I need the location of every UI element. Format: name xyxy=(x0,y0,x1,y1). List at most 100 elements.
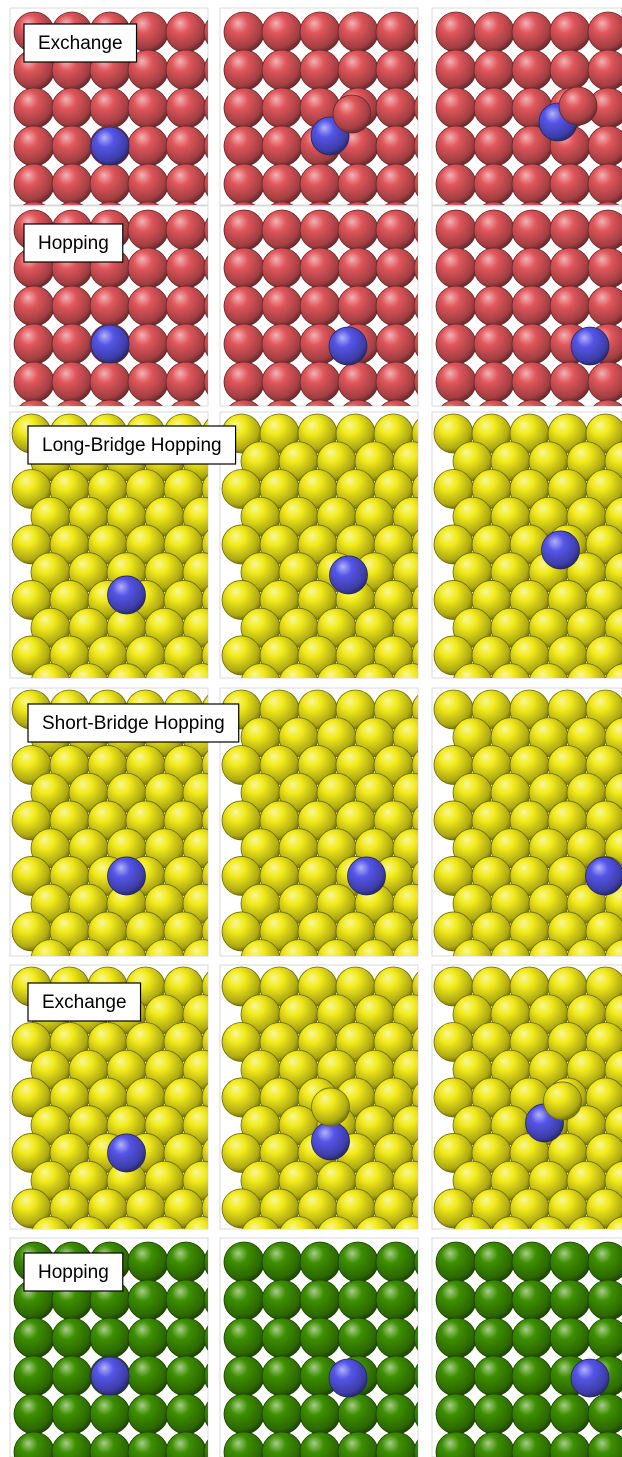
surface-atom xyxy=(436,12,476,52)
surface-atom xyxy=(512,1242,552,1282)
surface-atom xyxy=(262,88,302,128)
row-label-text: Exchange xyxy=(38,33,123,54)
surface-atom xyxy=(300,12,340,52)
panel-r6-c2 xyxy=(220,1238,454,1457)
surface-atom xyxy=(262,210,302,250)
surface-atom xyxy=(550,12,590,52)
surface-atom xyxy=(224,88,264,128)
surface-atom xyxy=(338,12,378,52)
surface-atom xyxy=(128,362,168,402)
surface-atom xyxy=(436,126,476,166)
surface-atom xyxy=(376,286,416,326)
surface-atom xyxy=(300,1318,340,1358)
surface-atom xyxy=(300,286,340,326)
surface-atom xyxy=(436,286,476,326)
surface-atom xyxy=(224,1242,264,1282)
surface-atom xyxy=(300,1242,340,1282)
surface-atom xyxy=(262,1394,302,1434)
surface-atom xyxy=(376,1394,416,1434)
surface-atom xyxy=(90,1318,130,1358)
adatom xyxy=(91,1357,129,1395)
surface-atom xyxy=(300,1280,340,1320)
surface-atom xyxy=(512,50,552,90)
surface-atom xyxy=(128,1280,168,1320)
surface-atom xyxy=(224,324,264,364)
surface-atom xyxy=(262,1318,302,1358)
adatom xyxy=(329,327,367,365)
surface-atom xyxy=(436,1242,476,1282)
surface-atom xyxy=(436,164,476,204)
surface-atom xyxy=(474,210,514,250)
surface-atom xyxy=(128,1356,168,1396)
surface-atom xyxy=(512,1280,552,1320)
surface-atom xyxy=(262,324,302,364)
surface-atom xyxy=(300,50,340,90)
surface-atom xyxy=(166,126,206,166)
surface-atom xyxy=(474,126,514,166)
surface-atom xyxy=(14,324,54,364)
surface-atom xyxy=(474,1356,514,1396)
panel-r5-c3 xyxy=(432,965,622,1283)
exchanged-surface-atom xyxy=(333,95,371,133)
surface-atom xyxy=(166,1394,206,1434)
row-label-1: Exchange xyxy=(24,24,137,62)
surface-atom xyxy=(474,50,514,90)
surface-atom xyxy=(474,362,514,402)
surface-atom xyxy=(166,210,206,250)
surface-atom xyxy=(376,1318,416,1358)
surface-atom xyxy=(436,1318,476,1358)
surface-atom xyxy=(166,88,206,128)
surface-atom xyxy=(376,1280,416,1320)
surface-atom xyxy=(52,1318,92,1358)
surface-atom xyxy=(224,248,264,288)
surface-atom xyxy=(262,12,302,52)
adatom xyxy=(329,1359,367,1397)
surface-atom xyxy=(14,164,54,204)
surface-atom xyxy=(436,1356,476,1396)
surface-atom xyxy=(52,126,92,166)
surface-atom xyxy=(474,1394,514,1434)
surface-atom xyxy=(224,362,264,402)
surface-atom xyxy=(512,286,552,326)
surface-atom xyxy=(224,12,264,52)
surface-atom xyxy=(52,1394,92,1434)
surface-atom xyxy=(166,286,206,326)
surface-atom xyxy=(338,1394,378,1434)
surface-atom xyxy=(474,1242,514,1282)
surface-atom xyxy=(128,1318,168,1358)
surface-atom xyxy=(14,362,54,402)
surface-atom xyxy=(550,286,590,326)
surface-atom xyxy=(166,324,206,364)
surface-atom xyxy=(338,164,378,204)
surface-atom xyxy=(128,88,168,128)
surface-atom xyxy=(128,210,168,250)
adatom xyxy=(330,556,368,594)
surface-atom xyxy=(52,164,92,204)
surface-atom xyxy=(474,164,514,204)
adatom xyxy=(108,1134,146,1172)
row-label-text: Long-Bridge Hopping xyxy=(42,435,222,456)
surface-atom xyxy=(224,1356,264,1396)
surface-atom xyxy=(128,126,168,166)
exchanged-surface-atom xyxy=(544,1082,582,1120)
surface-atom xyxy=(14,88,54,128)
surface-atom xyxy=(436,88,476,128)
surface-atom xyxy=(376,1242,416,1282)
surface-atom xyxy=(224,1280,264,1320)
surface-atom xyxy=(474,88,514,128)
row-label-text: Short-Bridge Hopping xyxy=(42,713,225,734)
row-label-text: Exchange xyxy=(42,992,127,1013)
surface-atom xyxy=(262,286,302,326)
surface-atom xyxy=(262,126,302,166)
exchanged-surface-atom xyxy=(559,87,597,125)
surface-atom xyxy=(338,248,378,288)
surface-atom xyxy=(224,1318,264,1358)
surface-atom xyxy=(128,248,168,288)
surface-atom xyxy=(338,362,378,402)
surface-atom xyxy=(474,1318,514,1358)
surface-atom xyxy=(376,1356,416,1396)
panel-r2-c3 xyxy=(432,206,622,440)
surface-atom xyxy=(338,210,378,250)
surface-atom xyxy=(300,362,340,402)
panel-r4-c3 xyxy=(432,688,622,1006)
